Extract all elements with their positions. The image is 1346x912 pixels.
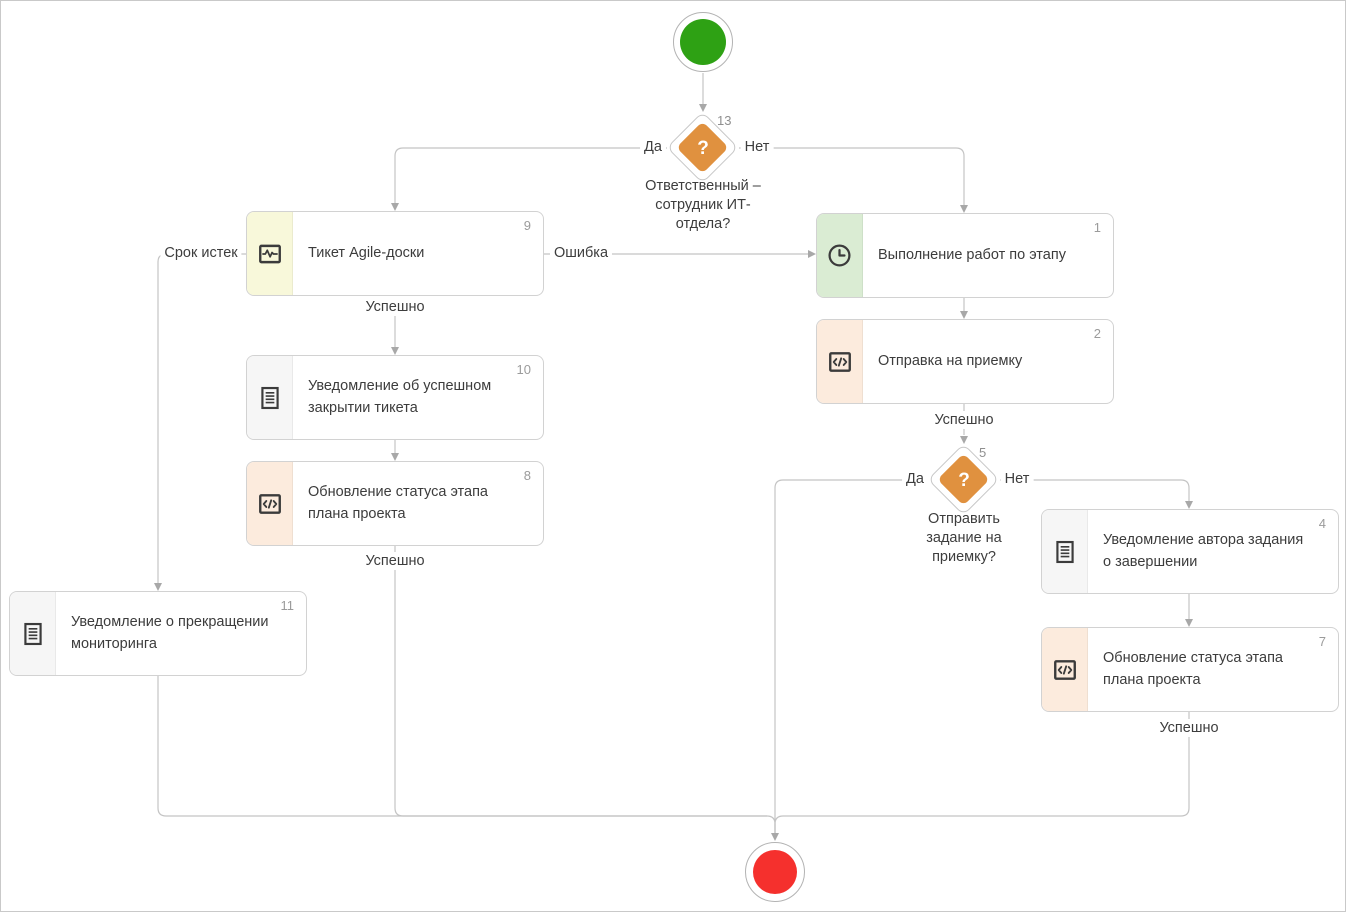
question-glyph: ? — [958, 469, 970, 491]
task-body: Обновление статуса этапа плана проекта — [293, 462, 543, 545]
edge-label-uspeshno: Успешно — [930, 411, 998, 429]
edge-label-yes: Да — [640, 138, 666, 156]
question-glyph: ? — [697, 137, 709, 159]
task-icon-panel — [1042, 510, 1088, 593]
edge-7-to-end — [774, 711, 1190, 833]
end-event-icon — [753, 850, 797, 894]
task-number: 7 — [1318, 634, 1326, 649]
task-body: Уведомление автора задания о завершении — [1088, 510, 1338, 593]
edge-label-no: Нет — [1000, 470, 1034, 488]
edge-srok-istek — [157, 253, 246, 583]
task-icon-panel — [247, 356, 293, 439]
edge-label-yes: Да — [902, 470, 928, 488]
task-icon-panel — [817, 214, 863, 297]
task-body: Уведомление о прекращении мониторинга — [56, 592, 306, 675]
task-number: 10 — [516, 362, 531, 377]
task-icon-panel — [10, 592, 56, 675]
start-event-node[interactable] — [673, 12, 733, 72]
task-node-8[interactable]: 8 Обновление статуса этапа плана проекта — [246, 461, 544, 546]
edge-label-no: Нет — [740, 138, 774, 156]
task-node-9[interactable]: 9 Тикет Agile-доски — [246, 211, 544, 296]
task-icon-panel — [1042, 628, 1088, 711]
task-node-1[interactable]: 1 Выполнение работ по этапу — [816, 213, 1114, 298]
decision-node-5[interactable]: ? — [927, 443, 1000, 516]
task-icon-panel — [817, 320, 863, 403]
task-number: 2 — [1093, 326, 1101, 341]
task-body: Обновление статуса этапа плана проекта — [1088, 628, 1338, 711]
document-icon — [1055, 540, 1074, 563]
task-title: Уведомление автора задания о завершении — [1103, 531, 1304, 570]
task-body: Уведомление об успешном закрытии тикета — [293, 356, 543, 439]
task-number: 1 — [1093, 220, 1101, 235]
edge-d13-yes — [394, 147, 667, 203]
task-number: 9 — [523, 218, 531, 233]
clock-icon — [828, 244, 851, 267]
task-body: Отправка на приемку — [863, 320, 1113, 403]
task-title: Тикет Agile-доски — [308, 244, 425, 261]
task-body: Тикет Agile-доски — [293, 212, 543, 295]
task-title: Уведомление о прекращении мониторинга — [71, 613, 269, 652]
edge-8-to-end — [394, 546, 776, 833]
task-title: Уведомление об успешном закрытии тикета — [308, 377, 492, 416]
task-number: 4 — [1318, 516, 1326, 531]
edge-d13-no — [739, 147, 965, 205]
edge-label-oshibka: Ошибка — [549, 244, 613, 262]
start-event-icon — [680, 19, 726, 65]
code-icon — [828, 351, 851, 372]
task-node-4[interactable]: 4 Уведомление автора задания о завершени… — [1041, 509, 1339, 594]
task-title: Выполнение работ по этапу — [878, 246, 1066, 263]
task-node-10[interactable]: 10 Уведомление об успешном закрытии тике… — [246, 355, 544, 440]
task-node-2[interactable]: 2 Отправка на приемку — [816, 319, 1114, 404]
document-icon — [260, 386, 279, 409]
task-number: 8 — [523, 468, 531, 483]
task-node-11[interactable]: 11 Уведомление о прекращении мониторинга — [9, 591, 307, 676]
arrowheads — [154, 104, 1193, 841]
task-node-7[interactable]: 7 Обновление статуса этапа плана проекта — [1041, 627, 1339, 712]
decision-5-question: Отправить задание на приемку? — [926, 511, 1002, 565]
task-body: Выполнение работ по этапу — [863, 214, 1113, 297]
edge-label-srok-istek: Срок истек — [160, 244, 242, 262]
decision-13-number: 13 — [717, 113, 732, 128]
task-title: Обновление статуса этапа плана проекта — [308, 483, 488, 522]
task-icon-panel — [247, 462, 293, 545]
edge-d5-no — [1000, 479, 1190, 501]
decision-5-number: 5 — [979, 445, 987, 460]
end-event-node[interactable] — [745, 842, 805, 902]
code-icon — [1053, 659, 1076, 680]
code-icon — [258, 493, 281, 514]
edge-11-to-end — [157, 676, 767, 817]
task-icon-panel — [247, 212, 293, 295]
edge-d5-yes — [774, 479, 928, 833]
task-title: Обновление статуса этапа плана проекта — [1103, 649, 1283, 688]
document-icon — [23, 622, 42, 645]
task-number: 11 — [280, 598, 295, 613]
edge-label-uspeshno: Успешно — [361, 298, 429, 316]
task-title: Отправка на приемку — [878, 352, 1023, 369]
activity-icon — [258, 244, 281, 263]
edge-label-uspeshno: Успешно — [361, 552, 429, 570]
edge-label-uspeshno: Успешно — [1155, 719, 1223, 737]
decision-13-question: Ответственный – сотрудник ИТ- отдела? — [645, 178, 761, 232]
decision-node-13[interactable]: ? — [666, 111, 739, 184]
